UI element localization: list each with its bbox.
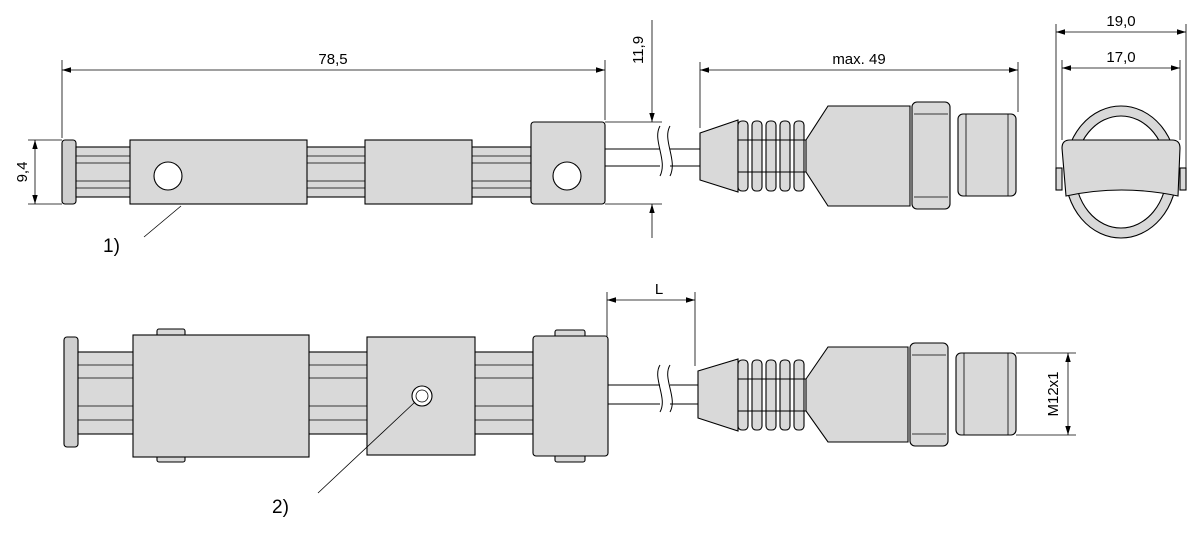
bottom-sensor-view [63, 328, 698, 463]
dim-height-label: 9,4 [14, 162, 31, 183]
callout-2-label: 2) [272, 497, 289, 518]
dimensions: 78,5 9,4 11,9 max. 49 19,0 17,0 L [14, 13, 1187, 436]
end-view [1055, 105, 1187, 239]
top-sensor-view [61, 121, 700, 205]
dim-cable-length-label: L [655, 281, 663, 298]
callouts: 1) 2) [103, 205, 416, 518]
dim-cable-max-label: max. 49 [832, 51, 885, 68]
dim-outer-width-label: 19,0 [1106, 13, 1135, 30]
bottom-connector [697, 342, 1017, 447]
dim-length-label: 78,5 [318, 51, 347, 68]
top-connector [699, 101, 1017, 210]
callout-1-label: 1) [103, 236, 120, 257]
dim-inner-width-label: 17,0 [1106, 49, 1135, 66]
dim-offset-label: 11,9 [630, 36, 647, 64]
dim-thread-label: M12x1 [1045, 371, 1062, 416]
